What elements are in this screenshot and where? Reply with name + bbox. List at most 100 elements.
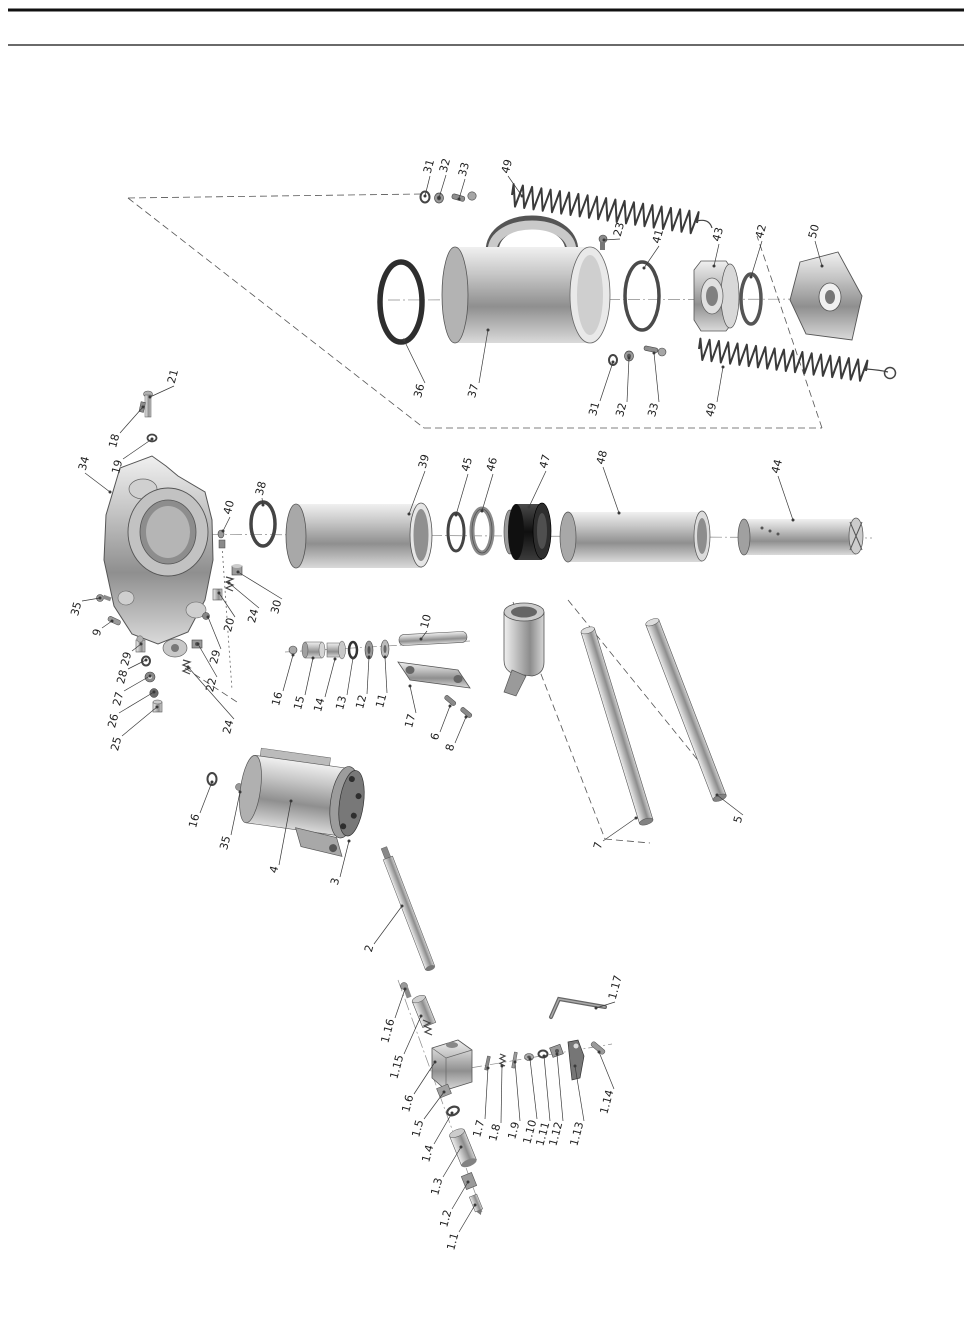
part-screw-8 [460, 707, 473, 718]
callout-20: 20 [221, 616, 237, 633]
callout-2: 2 [362, 943, 376, 953]
leader-dot-11 [383, 655, 387, 659]
callout-1.17: 1.17 [606, 974, 625, 1001]
leader-line-28 [127, 659, 147, 670]
part-valve-block-1-6 [431, 1039, 473, 1091]
callout-25: 25 [108, 735, 124, 752]
leader-dot-1.9 [513, 1060, 517, 1064]
part-washer-28 [141, 655, 151, 667]
leader-dot-20 [217, 591, 221, 595]
leader-dot-31 [611, 360, 615, 364]
leader-line-1.7 [484, 1067, 489, 1120]
part-lever-1-13 [567, 1039, 585, 1081]
callout-29: 29 [118, 650, 134, 667]
leader-dot-1.10 [528, 1057, 532, 1061]
leader-line-1.3 [442, 1146, 462, 1178]
callout-1.7: 1.7 [470, 1118, 487, 1138]
part-washer-31-top [419, 190, 431, 204]
callout-49: 49 [499, 158, 515, 175]
leader-line-33 [458, 178, 466, 200]
part-nut-1-12 [549, 1043, 564, 1058]
callout-30: 30 [268, 598, 284, 615]
leader-line-1.11 [543, 1055, 551, 1122]
part-link-17 [397, 661, 471, 689]
leader-line-35 [81, 597, 101, 602]
leader-line-17 [409, 685, 417, 714]
part-screw-6 [444, 695, 457, 706]
leader-line-20 [218, 592, 236, 618]
callout-3: 3 [328, 876, 342, 886]
leader-dot-35 [98, 596, 102, 600]
leader-dot-47 [527, 505, 531, 509]
callout-41: 41 [650, 228, 666, 245]
part-ring-46 [469, 506, 495, 556]
leader-line-34 [84, 472, 111, 493]
leader-line-8 [454, 716, 467, 744]
callout-1.2: 1.2 [437, 1208, 454, 1228]
part-pump-rod-2 [380, 846, 436, 972]
part-spring-49-bottom [698, 337, 897, 382]
callout-1.11: 1.11 [533, 1120, 552, 1147]
callout-21: 21 [165, 368, 181, 385]
leader-line-1.10 [529, 1058, 538, 1120]
leader-line-2 [373, 905, 403, 945]
part-bracket-50 [789, 251, 863, 341]
leader-dot-1.12 [555, 1052, 559, 1056]
callout-40: 40 [221, 499, 237, 516]
leader-line-29 [207, 616, 222, 650]
leader-line-36 [403, 339, 426, 384]
callout-37: 37 [465, 382, 481, 399]
callout-27: 27 [110, 690, 126, 707]
leader-line-18 [119, 406, 144, 434]
leader-dot-3 [347, 839, 351, 843]
callout-4: 4 [267, 864, 281, 874]
callout-14: 14 [311, 696, 327, 713]
part-screw-1-16 [400, 982, 412, 999]
leader-dot-12 [367, 655, 371, 659]
part-cylinder-39 [285, 502, 433, 569]
callout-32: 32 [613, 401, 629, 418]
leader-dot-1.5 [442, 1090, 446, 1094]
leader-line-31 [599, 361, 614, 402]
callout-10: 10 [418, 613, 434, 630]
leader-dot-1.15 [419, 1014, 423, 1018]
callout-1.15: 1.15 [387, 1053, 406, 1080]
leader-line-32 [626, 357, 630, 403]
leader-dot-1.2 [466, 1180, 470, 1184]
leader-dot-30 [236, 570, 240, 574]
callout-1.13: 1.13 [567, 1120, 586, 1147]
part-handle-tube-5 [645, 618, 727, 802]
leader-dot-27 [148, 674, 152, 678]
part-spring-24-b [181, 659, 192, 675]
callout-35: 35 [217, 834, 233, 851]
leader-line-1.16 [394, 988, 406, 1019]
leader-dot-16 [291, 653, 295, 657]
part-cylinder-1-3 [449, 1128, 477, 1168]
leader-dot-1.13 [573, 1064, 577, 1068]
leader-line-26 [118, 691, 155, 714]
leader-dot-6 [448, 704, 452, 708]
leader-line-31 [424, 175, 431, 197]
callout-1.3: 1.3 [428, 1176, 445, 1196]
leader-dot-22 [196, 642, 200, 646]
callout-24: 24 [245, 607, 261, 624]
leader-dot-38 [261, 503, 265, 507]
callout-16: 16 [269, 690, 285, 707]
leader-dot-21 [148, 395, 152, 399]
callout-1.10: 1.10 [520, 1118, 539, 1145]
callout-1.16: 1.16 [378, 1017, 397, 1044]
part-oring-1-11 [537, 1049, 549, 1059]
leader-dot-46 [480, 509, 484, 513]
leader-line-23 [603, 238, 621, 241]
leader-line-27 [123, 675, 151, 692]
leader-dot-26 [152, 690, 156, 694]
callout-33: 33 [456, 161, 472, 178]
leader-dot-1.4 [450, 1111, 454, 1115]
part-fitting-20 [212, 588, 223, 601]
leader-dot-24 [227, 581, 231, 585]
part-washer-31-bottom [608, 354, 618, 366]
callout-45: 45 [459, 456, 475, 473]
part-oring-36 [377, 259, 425, 345]
part-spring-small-mid [422, 1019, 433, 1036]
